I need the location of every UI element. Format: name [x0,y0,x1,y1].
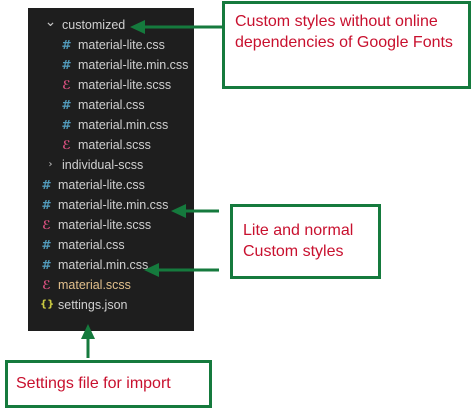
file-item[interactable]: {}settings.json [28,295,194,315]
callout-lite-normal-text: Lite and normal Custom styles [243,222,354,260]
file-label: material.scss [78,138,151,152]
arrow-to-customized [130,20,222,34]
css-hash-icon: # [61,98,72,112]
file-explorer: ⌄ customized # material-lite.css # material-l… [28,8,194,331]
file-label: customized [62,18,126,32]
file-label: material.css [78,98,145,112]
file-item[interactable]: # material-lite.min.css [28,195,194,215]
folder-item[interactable]: › individual-scss [28,155,194,175]
file-item[interactable]: # material.css [28,235,194,255]
css-hash-icon: # [41,178,52,192]
css-hash-icon: # [61,38,72,52]
file-label: material-lite.min.css [58,198,169,212]
file-label: settings.json [58,298,128,312]
file-label: material.min.css [58,258,149,272]
file-item[interactable]: # material.css [28,95,194,115]
file-item[interactable]: # material.min.css [28,115,194,135]
file-label: material.min.css [78,118,169,132]
callout-settings-file-text: Settings file for import [16,375,171,392]
file-item[interactable]: # material-lite.min.css [28,55,194,75]
file-label: material.css [58,238,125,252]
file-label: material-lite.css [58,178,145,192]
callout-settings-file: Settings file for import [5,360,212,408]
folder-item[interactable]: ⌄ customized [28,15,194,35]
sass-icon: ℰ [42,218,51,232]
file-item[interactable]: # material-lite.css [28,175,194,195]
sass-icon: ℰ [62,78,71,92]
css-hash-icon: # [41,198,52,212]
file-label: material.scss [58,278,131,292]
file-label: material-lite.scss [58,218,152,232]
css-hash-icon: # [61,118,72,132]
css-hash-icon: # [41,238,52,252]
callout-custom-styles: Custom styles without online dependencie… [222,1,471,89]
file-label: material-lite.scss [78,78,172,92]
chevron-right-icon: › [48,159,53,170]
file-item[interactable]: # material.min.css [28,255,194,275]
arrow-to-material-min [144,263,219,277]
file-label: individual-scss [62,158,144,172]
callout-lite-normal: Lite and normal Custom styles [230,204,381,279]
sass-icon: ℰ [62,138,71,152]
arrow-to-settings-json [81,324,95,358]
file-label: material-lite.min.css [78,58,189,72]
css-hash-icon: # [41,258,52,272]
file-tree: ⌄ customized # material-lite.css # material-l… [28,15,194,315]
chevron-down-icon: ⌄ [44,14,57,30]
file-label: material-lite.css [78,38,165,52]
css-hash-icon: # [61,58,72,72]
arrow-to-material-lite-min [171,204,219,218]
sass-icon: ℰ [42,278,51,292]
callout-custom-styles-text: Custom styles without online dependencie… [235,13,453,51]
json-braces-icon: {} [40,299,55,310]
file-item[interactable]: # material-lite.css [28,35,194,55]
